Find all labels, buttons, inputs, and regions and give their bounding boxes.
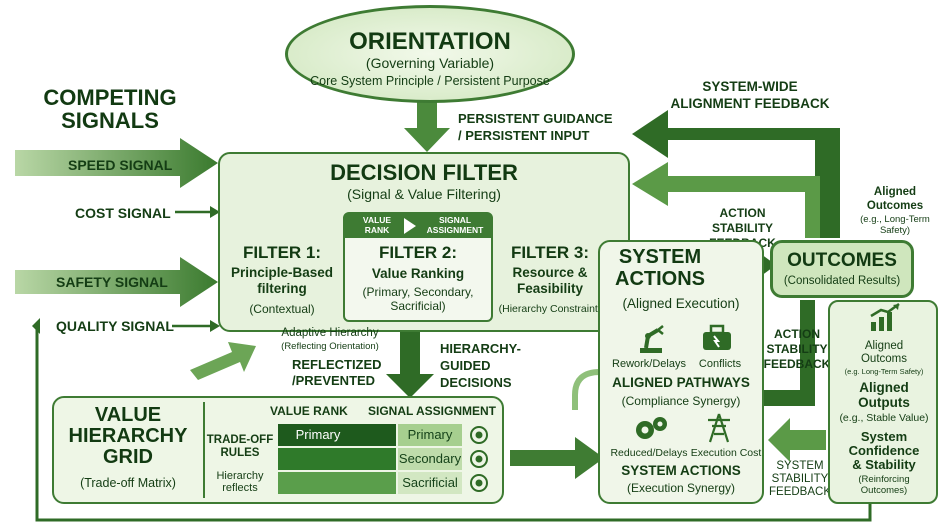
adaptive-hierarchy-note: (Reflecting Orientation)	[281, 341, 379, 352]
orientation-caption: Core System Principle / Persistent Purpo…	[310, 74, 550, 88]
grid-assign-sacrificial-cell	[398, 472, 462, 494]
speed-signal-arrow	[15, 138, 218, 188]
action-feedback-mid-label: ACTION STABILITY FEEDBACK	[763, 327, 831, 371]
grid-assign-secondary-cell	[398, 448, 462, 470]
system-confidence-note: (Reinforcing Outcomes)	[858, 474, 910, 496]
hierarchy-guided-arrow	[386, 330, 434, 398]
target-icon	[470, 474, 488, 492]
system-wide-feedback-label: SYSTEM-WIDE ALIGNMENT FEEDBACK	[670, 79, 830, 111]
filter2-note: (Primary, Secondary, Sacrificial)	[362, 285, 474, 313]
grid-assign-secondary: Secondary	[398, 451, 462, 466]
outcomes-title: OUTCOMES	[787, 250, 897, 271]
filter3-name: Resource & Feasibility	[512, 265, 588, 296]
adaptive-up-arrow	[190, 342, 256, 380]
grid-rank-secondary-cell	[278, 448, 396, 470]
aligned-pathways-subtitle: (Compliance Synergy)	[621, 394, 741, 408]
execution-cost-label: Execution Cost	[690, 447, 762, 459]
aligned-outcomes-top: Aligned Outcomes	[866, 186, 924, 212]
conflicts-label: Conflicts	[698, 358, 742, 370]
col-value-rank: VALUE RANK	[270, 404, 348, 418]
growth-chart-icon	[870, 302, 900, 331]
system-actions-subtitle: (Aligned Execution)	[622, 296, 740, 311]
persistent-guidance-label: PERSISTENT GUIDANCE / PERSISTENT INPUT	[458, 111, 613, 143]
outcomes-details-box	[828, 300, 938, 504]
safety-signal-label: SAFETY SIGNAL	[56, 274, 168, 290]
grid-assign-primary: Primary	[407, 427, 453, 442]
safety-signal-arrow	[15, 257, 218, 307]
system-actions-title: SYSTEM ACTIONS	[615, 246, 705, 290]
aligned-outcomes: Aligned Outcoms	[860, 340, 907, 365]
aligned-outputs-note: (e.g., Stable Value)	[839, 412, 929, 424]
value-grid-subtitle: (Trade-off Matrix)	[80, 476, 176, 490]
quality-signal-label: QUALITY SIGNAL	[56, 318, 174, 334]
filter2-header-right: SIGNAL ASSIGNMENT	[426, 215, 484, 235]
conflict-icon	[703, 324, 731, 350]
orientation-title: ORIENTATION	[349, 28, 511, 55]
competing-signals-title: COMPETING SIGNALS	[43, 85, 177, 133]
decision-filter-subtitle: (Signal & Value Filtering)	[347, 186, 501, 202]
speed-signal-label: SPEED SIGNAL	[68, 157, 173, 173]
outcomes-subtitle: (Consolidated Results)	[783, 275, 901, 287]
system-feedback-label: SYSTEM STABILITY FEEDBACK	[769, 460, 831, 498]
filter2-name: Value Ranking	[371, 266, 465, 281]
orientation-down-arrow	[404, 100, 450, 152]
grid-rank-sacrificial-cell	[278, 472, 396, 494]
reduced-delays-label: Reduced/Delays	[610, 447, 688, 459]
tradeoff-rules-label: TRADE-OFF RULES	[206, 434, 274, 459]
grid-rank-primary: Primary	[295, 427, 341, 442]
filter2-header-left: VALUE RANK	[362, 215, 392, 235]
filter2-title: FILTER 2:	[378, 243, 458, 262]
arrow-right-icon	[404, 218, 416, 234]
system-actions-box	[598, 240, 764, 504]
feedback-loop-line	[35, 325, 872, 522]
aligned-outcomes-note: (e.g. Long-Term Safety)	[844, 367, 924, 376]
target-icon	[470, 426, 488, 444]
orientation-node	[285, 5, 575, 103]
reflectized-label: REFLECTIZED /PREVENTED	[292, 357, 382, 388]
filter1-name: Principle-Based filtering	[230, 265, 334, 296]
system-confidence: System Confidence & Stability	[848, 429, 920, 472]
aligned-outputs: Aligned Outputs	[858, 380, 910, 410]
filter1-title: FILTER 1:	[242, 243, 322, 262]
gears-icon	[636, 417, 667, 439]
col-signal-assignment: SIGNAL ASSIGNMENT	[368, 404, 497, 418]
grid-rank-primary-cell	[278, 424, 396, 446]
decision-filter-title: DECISION FILTER	[330, 160, 518, 185]
grid-assign-sacrificial: Sacrificial	[402, 475, 458, 490]
aligned-pathways-title: ALIGNED PATHWAYS	[612, 375, 750, 390]
rework-delays-label: Rework/Delays	[612, 358, 686, 370]
system-actions2-title: SYSTEM ACTIONS	[621, 463, 741, 478]
filter3-note: (Hierarchy Constraint)	[498, 303, 602, 315]
outcomes-box	[770, 240, 914, 298]
robot-arm-icon	[640, 325, 664, 353]
value-grid-title: VALUE HIERARCHY GRID	[68, 404, 188, 468]
value-grid-divider	[203, 402, 205, 498]
hierarchy-reflects-label: Hierarchy reflects	[216, 470, 264, 494]
adaptive-hierarchy-label: Adaptive Hierarchy	[281, 327, 379, 339]
filter3-title: FILTER 3:	[510, 243, 590, 262]
grid-assign-primary-cell	[398, 424, 462, 446]
target-icon	[470, 450, 488, 468]
aligned-outcomes-top-note: (e.g., Long-Term Safety)	[860, 214, 930, 236]
hierarchy-guided-label: HIERARCHY- GUIDED DECISIONS	[440, 341, 521, 390]
power-tower-icon	[708, 413, 730, 443]
orientation-subtitle: (Governing Variable)	[365, 55, 495, 71]
filter1-note: (Contextual)	[249, 302, 315, 316]
system-actions2-subtitle: (Execution Synergy)	[626, 481, 736, 495]
grid-to-actions-arrow	[510, 437, 604, 479]
filter2-header	[345, 214, 491, 238]
cost-signal-label: COST SIGNAL	[75, 205, 171, 221]
